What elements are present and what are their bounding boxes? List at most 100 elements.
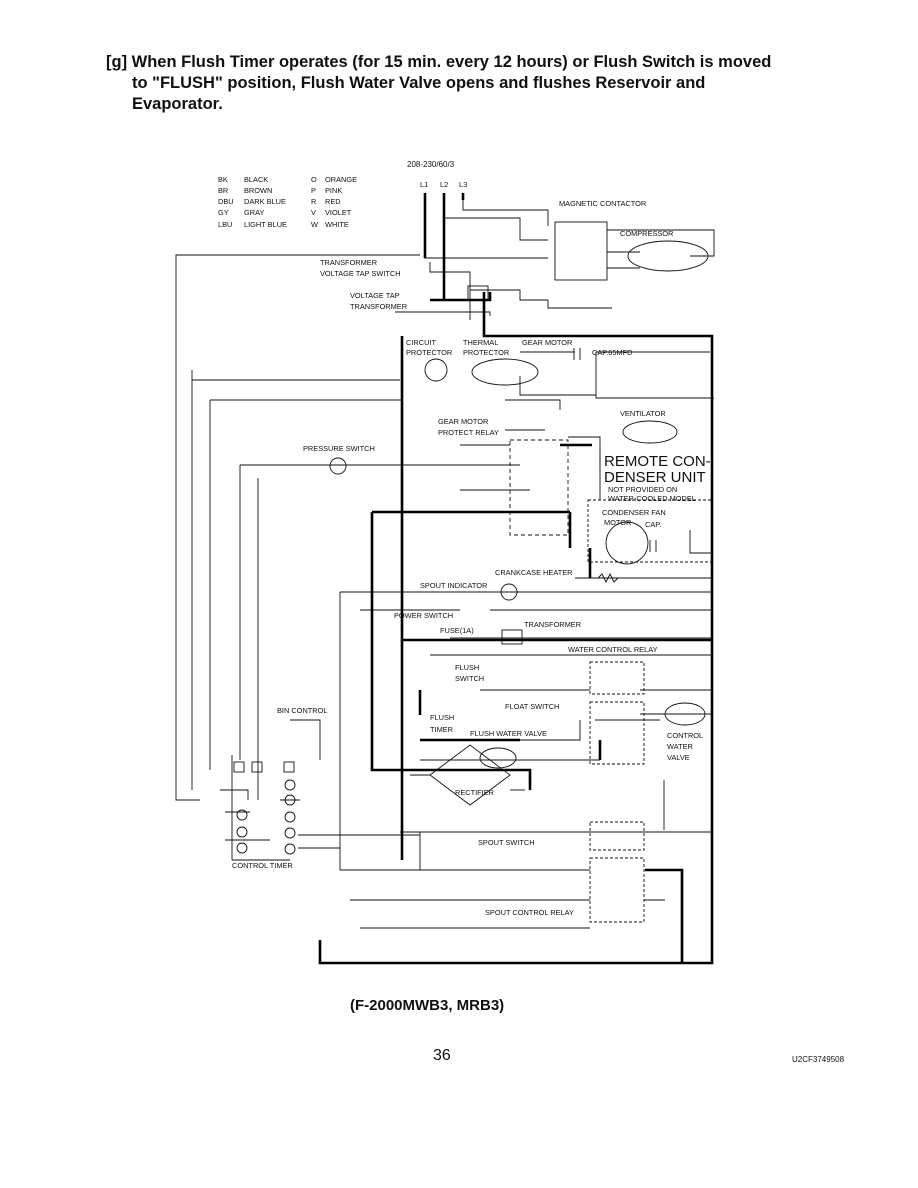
water-control-relay-contacts: [589, 701, 645, 765]
active-circuit: [318, 193, 714, 965]
svg-text:W: W: [311, 220, 318, 229]
flush-water-valve-symbol: [479, 747, 517, 769]
label-control-water-valve-1: CONTROL: [667, 731, 703, 740]
svg-text:VIOLET: VIOLET: [325, 208, 352, 217]
label-circuit: CIRCUIT: [406, 338, 436, 347]
components: [329, 240, 709, 769]
label-fuse: FUSE(1A): [440, 626, 474, 635]
svg-text:V: V: [311, 208, 316, 217]
relay-1-box: [509, 439, 569, 536]
svg-text:BLACK: BLACK: [244, 175, 268, 184]
label-fan-cap: CAP.: [645, 520, 661, 529]
svg-text:GY: GY: [218, 208, 229, 217]
color-legend: BK BLACK BR BROWN DBU DARK BLUE GY GRAY …: [218, 175, 357, 229]
svg-text:RED: RED: [325, 197, 341, 206]
spout-relay-top: [589, 821, 645, 851]
label-flush: FLUSH: [455, 663, 479, 672]
svg-text:BR: BR: [218, 186, 228, 195]
label-flush-switch: SWITCH: [455, 674, 484, 683]
label-magnetic-contactor: MAGNETIC CONTACTOR: [559, 199, 646, 208]
label-remote-condenser-2: DENSER UNIT: [604, 469, 706, 486]
label-remote-condenser-1: REMOTE CON-: [604, 453, 711, 470]
label-compressor: COMPRESSOR: [620, 229, 673, 238]
gear-motor-symbol: [471, 358, 539, 386]
svg-text:BROWN: BROWN: [244, 186, 272, 195]
label-flush-water-valve: FLUSH WATER VALVE: [470, 729, 547, 738]
crankcase-heater-element: [597, 572, 619, 584]
heading-line-1: [g] When Flush Timer operates (for 15 mi…: [106, 53, 772, 71]
label-transformer: TRANSFORMER: [320, 258, 377, 267]
thin-wires: [175, 200, 715, 929]
label-spout-switch: SPOUT SWITCH: [478, 838, 535, 847]
rectifier-bridge: [429, 744, 511, 806]
line-l3: L3: [459, 180, 467, 189]
label-crankcase-heater: CRANKCASE HEATER: [495, 568, 572, 577]
compressor-symbol: [627, 240, 709, 272]
label-pressure-switch: PRESSURE SWITCH: [303, 444, 375, 453]
ventilator-motor: [622, 420, 678, 444]
label-float-switch: FLOAT SWITCH: [505, 702, 559, 711]
control-timer-terminals: [233, 761, 296, 855]
svg-text:DBU: DBU: [218, 197, 234, 206]
svg-text:O: O: [311, 175, 317, 184]
label-condenser-fan: CONDENSER FAN: [602, 508, 666, 517]
label-voltage-tap-transformer: TRANSFORMER: [350, 302, 407, 311]
label-thermal: THERMAL: [463, 338, 498, 347]
magnetic-contactor-box: [554, 221, 608, 281]
label-bin-control: BIN CONTROL: [277, 706, 328, 715]
label-control-transformer: TRANSFORMER: [524, 620, 581, 629]
label-power-switch: POWER SWITCH: [394, 611, 453, 620]
line-l1: L1: [420, 180, 428, 189]
label-circuit-protector: PROTECTOR: [406, 348, 452, 357]
label-control-water-valve-3: VALVE: [667, 753, 690, 762]
circuit-protector-symbol: [424, 358, 448, 382]
label-protect-relay: PROTECT RELAY: [438, 428, 499, 437]
label-voltage-tap-switch: VOLTAGE TAP SWITCH: [320, 269, 401, 278]
svg-text:BK: BK: [218, 175, 228, 184]
label-spout-indicator: SPOUT INDICATOR: [420, 581, 487, 590]
label-control-timer: CONTROL TIMER: [232, 861, 293, 870]
svg-text:LIGHT BLUE: LIGHT BLUE: [244, 220, 287, 229]
svg-text:LBU: LBU: [218, 220, 232, 229]
label-flush-timer-1: FLUSH: [430, 713, 454, 722]
label-gear-motor-relay: GEAR MOTOR: [438, 417, 488, 426]
label-fan-motor: MOTOR: [604, 518, 631, 527]
label-ventilator: VENTILATOR: [620, 409, 666, 418]
label-voltage-tap: VOLTAGE TAP: [350, 291, 400, 300]
condenser-fan-motor-symbol: [605, 521, 649, 565]
label-rectifier: RECTIFIER: [455, 788, 494, 797]
instruction-heading: [g] When Flush Timer operates (for 15 mi…: [106, 52, 796, 115]
control-transformer: [501, 629, 523, 645]
label-water-cooled: WATER-COOLED MODEL: [608, 494, 696, 503]
label-gear-motor: GEAR MOTOR: [522, 338, 572, 347]
fan-capacitor: [649, 540, 657, 552]
pressure-switch-symbol: [329, 457, 347, 475]
label-thermal-protector: PROTECTOR: [463, 348, 509, 357]
page-number: 36: [433, 1047, 451, 1064]
label-spout-control-relay: SPOUT CONTROL RELAY: [485, 908, 574, 917]
voltage-tap-transformer: [467, 285, 489, 301]
supply-voltage: 208-230/60/3: [407, 160, 455, 169]
model-caption: (F-2000MWB3, MRB3): [350, 997, 505, 1014]
label-cap-65mfd: CAP.65MFD: [592, 348, 633, 357]
svg-text:GRAY: GRAY: [244, 208, 264, 217]
label-flush-timer-2: TIMER: [430, 725, 453, 734]
label-water-control-relay: WATER CONTROL RELAY: [568, 645, 658, 654]
svg-text:DARK BLUE: DARK BLUE: [244, 197, 286, 206]
svg-text:P: P: [311, 186, 316, 195]
document-id: U2CF3749508: [792, 1055, 845, 1064]
svg-text:WHITE: WHITE: [325, 220, 349, 229]
svg-text:R: R: [311, 197, 316, 206]
capacitor-65mfd: [573, 348, 581, 360]
control-water-valve-symbol: [664, 702, 706, 726]
heading-line-3: Evaporator.: [132, 95, 223, 113]
spout-relay-contacts: [589, 857, 645, 923]
label-control-water-valve-2: WATER: [667, 742, 693, 751]
heading-line-2: to "FLUSH" position, Flush Water Valve o…: [132, 74, 706, 92]
spout-indicator-lamp: [500, 583, 518, 601]
water-control-relay-top: [589, 661, 645, 695]
svg-text:PINK: PINK: [325, 186, 342, 195]
label-not-provided: NOT PROVIDED ON: [608, 485, 677, 494]
svg-text:ORANGE: ORANGE: [325, 175, 357, 184]
